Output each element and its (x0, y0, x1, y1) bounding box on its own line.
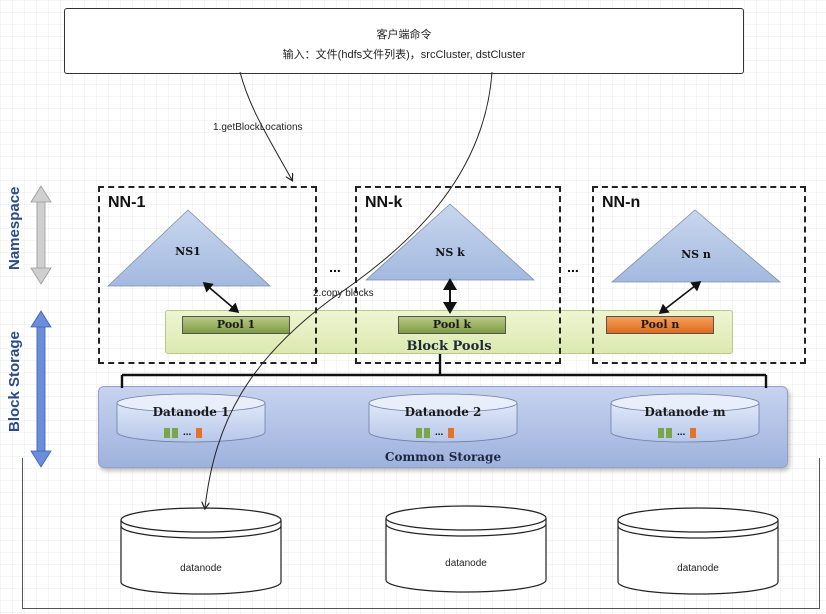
pools-to-storage-bracket (120, 354, 768, 388)
datanode-cylinder-2 (368, 393, 518, 443)
block-green (666, 428, 672, 438)
datanode-cylinder-m (610, 393, 760, 443)
block-storage-double-arrow (30, 310, 52, 468)
ns1-pool-arrow (202, 281, 240, 314)
block-orange (690, 428, 697, 438)
step-1-label: 1.getBlockLocations (213, 122, 303, 133)
ellipsis-1: ... (329, 259, 341, 275)
datanode-2: Datanode 2 ... (370, 393, 516, 445)
datanode-blocks: ... (164, 427, 203, 438)
block-ellipsis: ... (677, 427, 686, 438)
namenode-label: NN-1 (108, 194, 146, 211)
pool-1: Pool 1 (182, 316, 290, 334)
datanode-name: Datanode 1 (152, 405, 230, 419)
copy-blocks-arrow (205, 71, 493, 508)
namenode-label: NN-k (365, 194, 403, 211)
target-datanode-cylinder-2 (385, 505, 547, 593)
target-datanode-cylinder-1 (120, 507, 282, 595)
block-green (164, 428, 170, 438)
ns-label-k: NS k (435, 246, 465, 259)
namenode-box-k: NN-k (355, 186, 561, 364)
client-command-title: 客户端命令 (376, 29, 432, 41)
datanode-blocks: ... (658, 427, 697, 438)
common-storage-label: Common Storage (384, 450, 502, 464)
namespace-triangle-k (364, 203, 536, 281)
namenode-label: NN-n (602, 194, 641, 211)
block-ellipsis: ... (435, 427, 444, 438)
datanode-cylinder-1 (116, 393, 266, 443)
ns-label-1: NS1 (175, 245, 201, 258)
namenode-box-1: NN-1 (98, 186, 317, 364)
namespace-triangle-n (610, 209, 782, 283)
datanode-m: Datanode m ... (612, 393, 758, 445)
target-datanode-label-1: datanode (180, 563, 222, 574)
block-green (658, 428, 664, 438)
get-block-locations-arrow (239, 71, 292, 180)
step-2-label: 2.copy blocks (313, 288, 374, 299)
ns-label-n: NS n (681, 248, 711, 261)
nsn-pool-arrow (658, 281, 702, 314)
pool-n: Pool n (606, 316, 714, 334)
target-datanode-cylinder-3 (617, 507, 779, 595)
block-green (416, 428, 422, 438)
block-green (424, 428, 430, 438)
datanode-name: Datanode m (644, 405, 726, 419)
client-command-box: 客户端命令 输入：文件(hdfs文件列表)，srcCluster, dstClu… (64, 8, 744, 74)
block-pools-label: Block Pools (406, 339, 492, 354)
datanode-blocks: ... (416, 427, 455, 438)
datanode-name: Datanode 2 (404, 405, 482, 419)
namespace-triangle-1 (106, 209, 272, 287)
namenode-box-n: NN-n (592, 186, 806, 364)
client-command-input: 输入：文件(hdfs文件列表)，srcCluster, dstCluster (282, 49, 526, 61)
namespace-double-arrow (30, 185, 52, 285)
pool-k: Pool k (398, 316, 506, 334)
block-ellipsis: ... (183, 427, 192, 438)
target-cluster-frame (22, 458, 820, 609)
target-datanode-label-3: datanode (677, 563, 719, 574)
block-orange (196, 428, 203, 438)
block-orange (448, 428, 455, 438)
datanode-1: Datanode 1 ... (118, 393, 264, 445)
block-green (172, 428, 178, 438)
target-datanode-label-2: datanode (445, 558, 487, 569)
ellipsis-2: ... (567, 259, 579, 275)
